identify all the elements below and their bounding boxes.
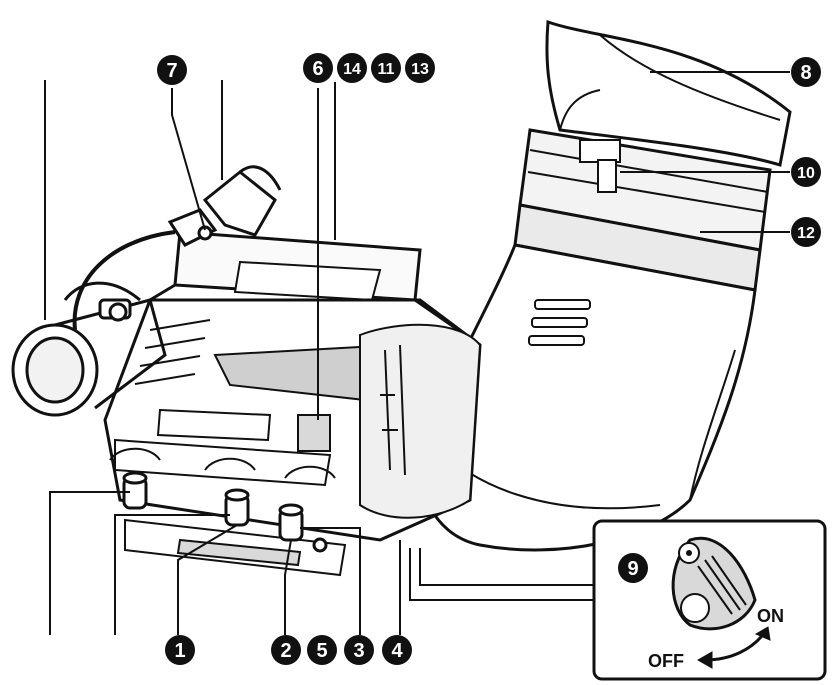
rotate-arrow-icon xyxy=(696,626,771,669)
svg-text:2: 2 xyxy=(280,640,291,662)
callout-5: 5 xyxy=(307,635,337,665)
knob-brightness xyxy=(278,503,304,542)
callout-13: 13 xyxy=(405,53,435,83)
callout-badges: 1 2 5 3 4 7 6 14 xyxy=(157,53,821,665)
cable xyxy=(72,230,176,331)
zebra-button xyxy=(312,537,328,553)
svg-text:12: 12 xyxy=(797,225,815,242)
callout-1: 1 xyxy=(165,635,195,665)
svg-text:14: 14 xyxy=(343,61,361,78)
cable-connector xyxy=(202,170,277,237)
callout-11: 11 xyxy=(371,53,401,83)
svg-text:5: 5 xyxy=(316,640,327,662)
eyecup xyxy=(545,19,792,167)
tally-switch xyxy=(297,414,331,452)
svg-text:9: 9 xyxy=(627,558,638,580)
svg-text:4: 4 xyxy=(391,640,403,662)
svg-text:8: 8 xyxy=(800,62,811,84)
on-label: ON xyxy=(757,606,784,626)
callout-6: 6 xyxy=(303,53,333,83)
callout-3: 3 xyxy=(344,635,374,665)
callout-10: 10 xyxy=(791,157,821,187)
callout-7: 7 xyxy=(157,55,187,85)
callout-8: 8 xyxy=(791,57,821,87)
mount-ring-and-cable xyxy=(11,165,282,417)
svg-text:11: 11 xyxy=(378,61,395,78)
svg-text:7: 7 xyxy=(166,60,177,82)
svg-text:6: 6 xyxy=(312,58,323,80)
control-knobs xyxy=(122,471,328,553)
eyecup-assembly xyxy=(416,19,792,552)
leader-lines xyxy=(44,71,790,635)
callout-9: 9 xyxy=(618,553,648,583)
elbow-tube xyxy=(416,243,757,552)
viewfinder-body xyxy=(103,230,482,577)
power-switch xyxy=(671,536,757,631)
svg-text:13: 13 xyxy=(411,61,429,78)
svg-text:3: 3 xyxy=(353,640,364,662)
switch-inset: 9 ON OFF xyxy=(409,519,827,681)
callout-14: 14 xyxy=(337,53,367,83)
knob-peaking xyxy=(122,471,148,510)
svg-text:1: 1 xyxy=(174,640,185,662)
callout-12: 12 xyxy=(791,217,821,247)
off-label: OFF xyxy=(648,651,684,671)
knob-contrast xyxy=(224,488,250,527)
callout-2: 2 xyxy=(271,635,301,665)
svg-text:10: 10 xyxy=(797,165,815,182)
callout-4: 4 xyxy=(382,635,412,665)
